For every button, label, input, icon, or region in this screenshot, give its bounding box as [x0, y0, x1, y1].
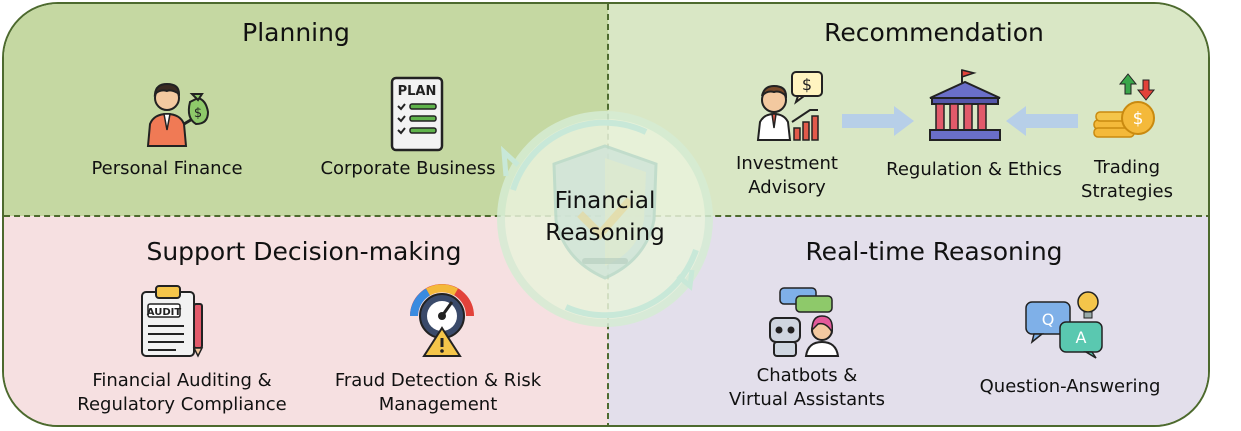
planning-title: Planning: [242, 18, 350, 47]
realtime-title: Real-time Reasoning: [805, 237, 1063, 266]
personal-finance-label: Personal Finance: [91, 158, 243, 179]
audit-sign-text: AUDIT: [147, 307, 182, 318]
fraud-gauge-icon: [410, 284, 474, 357]
svg-text:$: $: [1133, 109, 1144, 129]
center-title-line1: Financial: [554, 188, 656, 214]
audit-clipboard-icon: AUDIT: [141, 285, 204, 358]
support-title: Support Decision-making: [146, 237, 462, 266]
investment-advisor-icon: $: [756, 71, 823, 141]
corporate-business-label: Corporate Business: [320, 158, 496, 179]
arrow-right-icon: [842, 106, 914, 136]
trading-coins-icon: $: [1093, 73, 1156, 138]
svg-text:$: $: [802, 75, 812, 94]
recommendation-title: Recommendation: [824, 18, 1044, 47]
bank-building-icon: [929, 69, 1001, 141]
center-title-line2: Reasoning: [545, 220, 665, 246]
arrow-left-icon: [1006, 106, 1078, 136]
chatbot-assistant-icon: [769, 287, 840, 357]
question-answer-icon: Q A: [1025, 291, 1103, 359]
regulation-ethics-label: Regulation & Ethics: [886, 159, 1062, 180]
financial-auditing-label: Financial Auditing &Regulatory Complianc…: [77, 370, 287, 415]
recommendation-quadrant: [608, 4, 1208, 216]
q-letter: Q: [1042, 310, 1055, 329]
plan-checklist-icon: PLAN: [390, 76, 444, 152]
center-circle: Financial Reasoning: [496, 110, 714, 328]
plan-sign-text: PLAN: [398, 84, 437, 99]
svg-text:$: $: [194, 106, 202, 121]
person-money-bag-icon: $: [146, 82, 210, 147]
chatbots-label: Chatbots &Virtual Assistants: [729, 365, 885, 410]
question-answering-label: Question-Answering: [979, 376, 1161, 397]
shield-check-icon: [497, 111, 713, 327]
a-letter: A: [1076, 328, 1087, 347]
